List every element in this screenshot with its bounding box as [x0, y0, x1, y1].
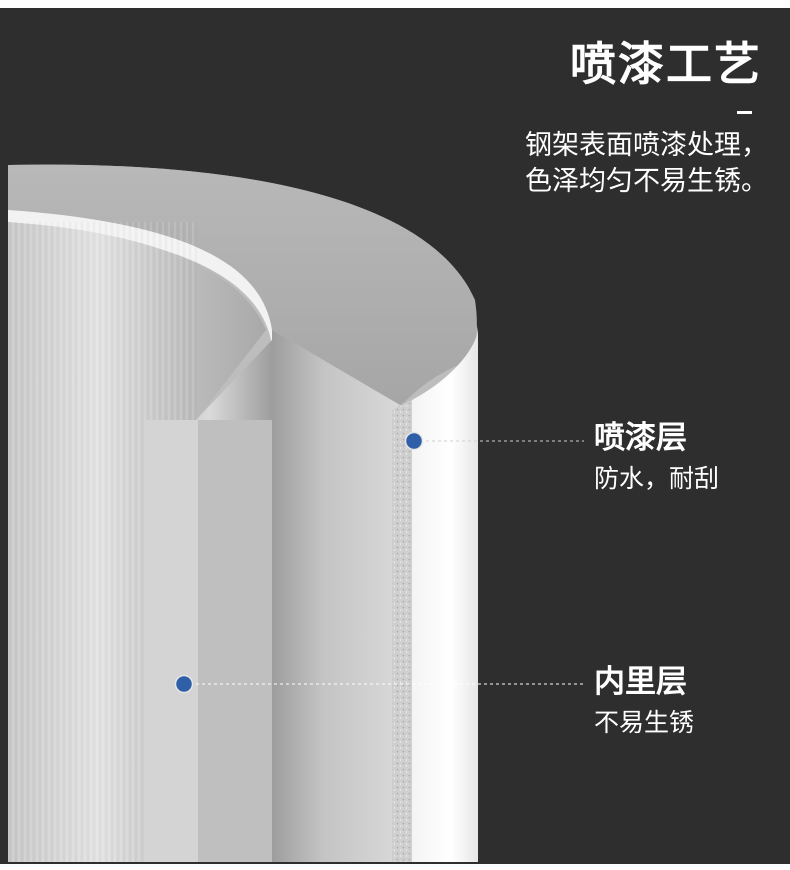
title-divider: [737, 111, 752, 114]
tube-outer-wall: [412, 332, 478, 862]
description-line: 色泽均匀不易生锈。: [525, 166, 768, 197]
callout-title: 内里层: [594, 664, 687, 700]
callout-paint-layer: 喷漆层 防水，耐刮: [594, 418, 719, 496]
inner-wall-face: [146, 420, 198, 862]
callout-subtitle: 防水，耐刮: [594, 464, 720, 493]
marker-dot-inner: [174, 674, 194, 694]
callout-inner-layer: 内里层 不易生锈: [594, 662, 694, 740]
tube-cut-face: [272, 330, 400, 862]
paint-layer-strip: [392, 400, 412, 862]
description: 钢架表面喷漆处理， 色泽均匀不易生锈。: [525, 128, 768, 200]
marker-dot-paint: [404, 431, 424, 451]
description-line: 钢架表面喷漆处理，: [525, 130, 768, 161]
inner-wall-shade: [198, 420, 272, 862]
callout-subtitle: 不易生锈: [594, 708, 695, 737]
page-title: 喷漆工艺: [570, 37, 762, 91]
callout-title: 喷漆层: [594, 420, 687, 456]
